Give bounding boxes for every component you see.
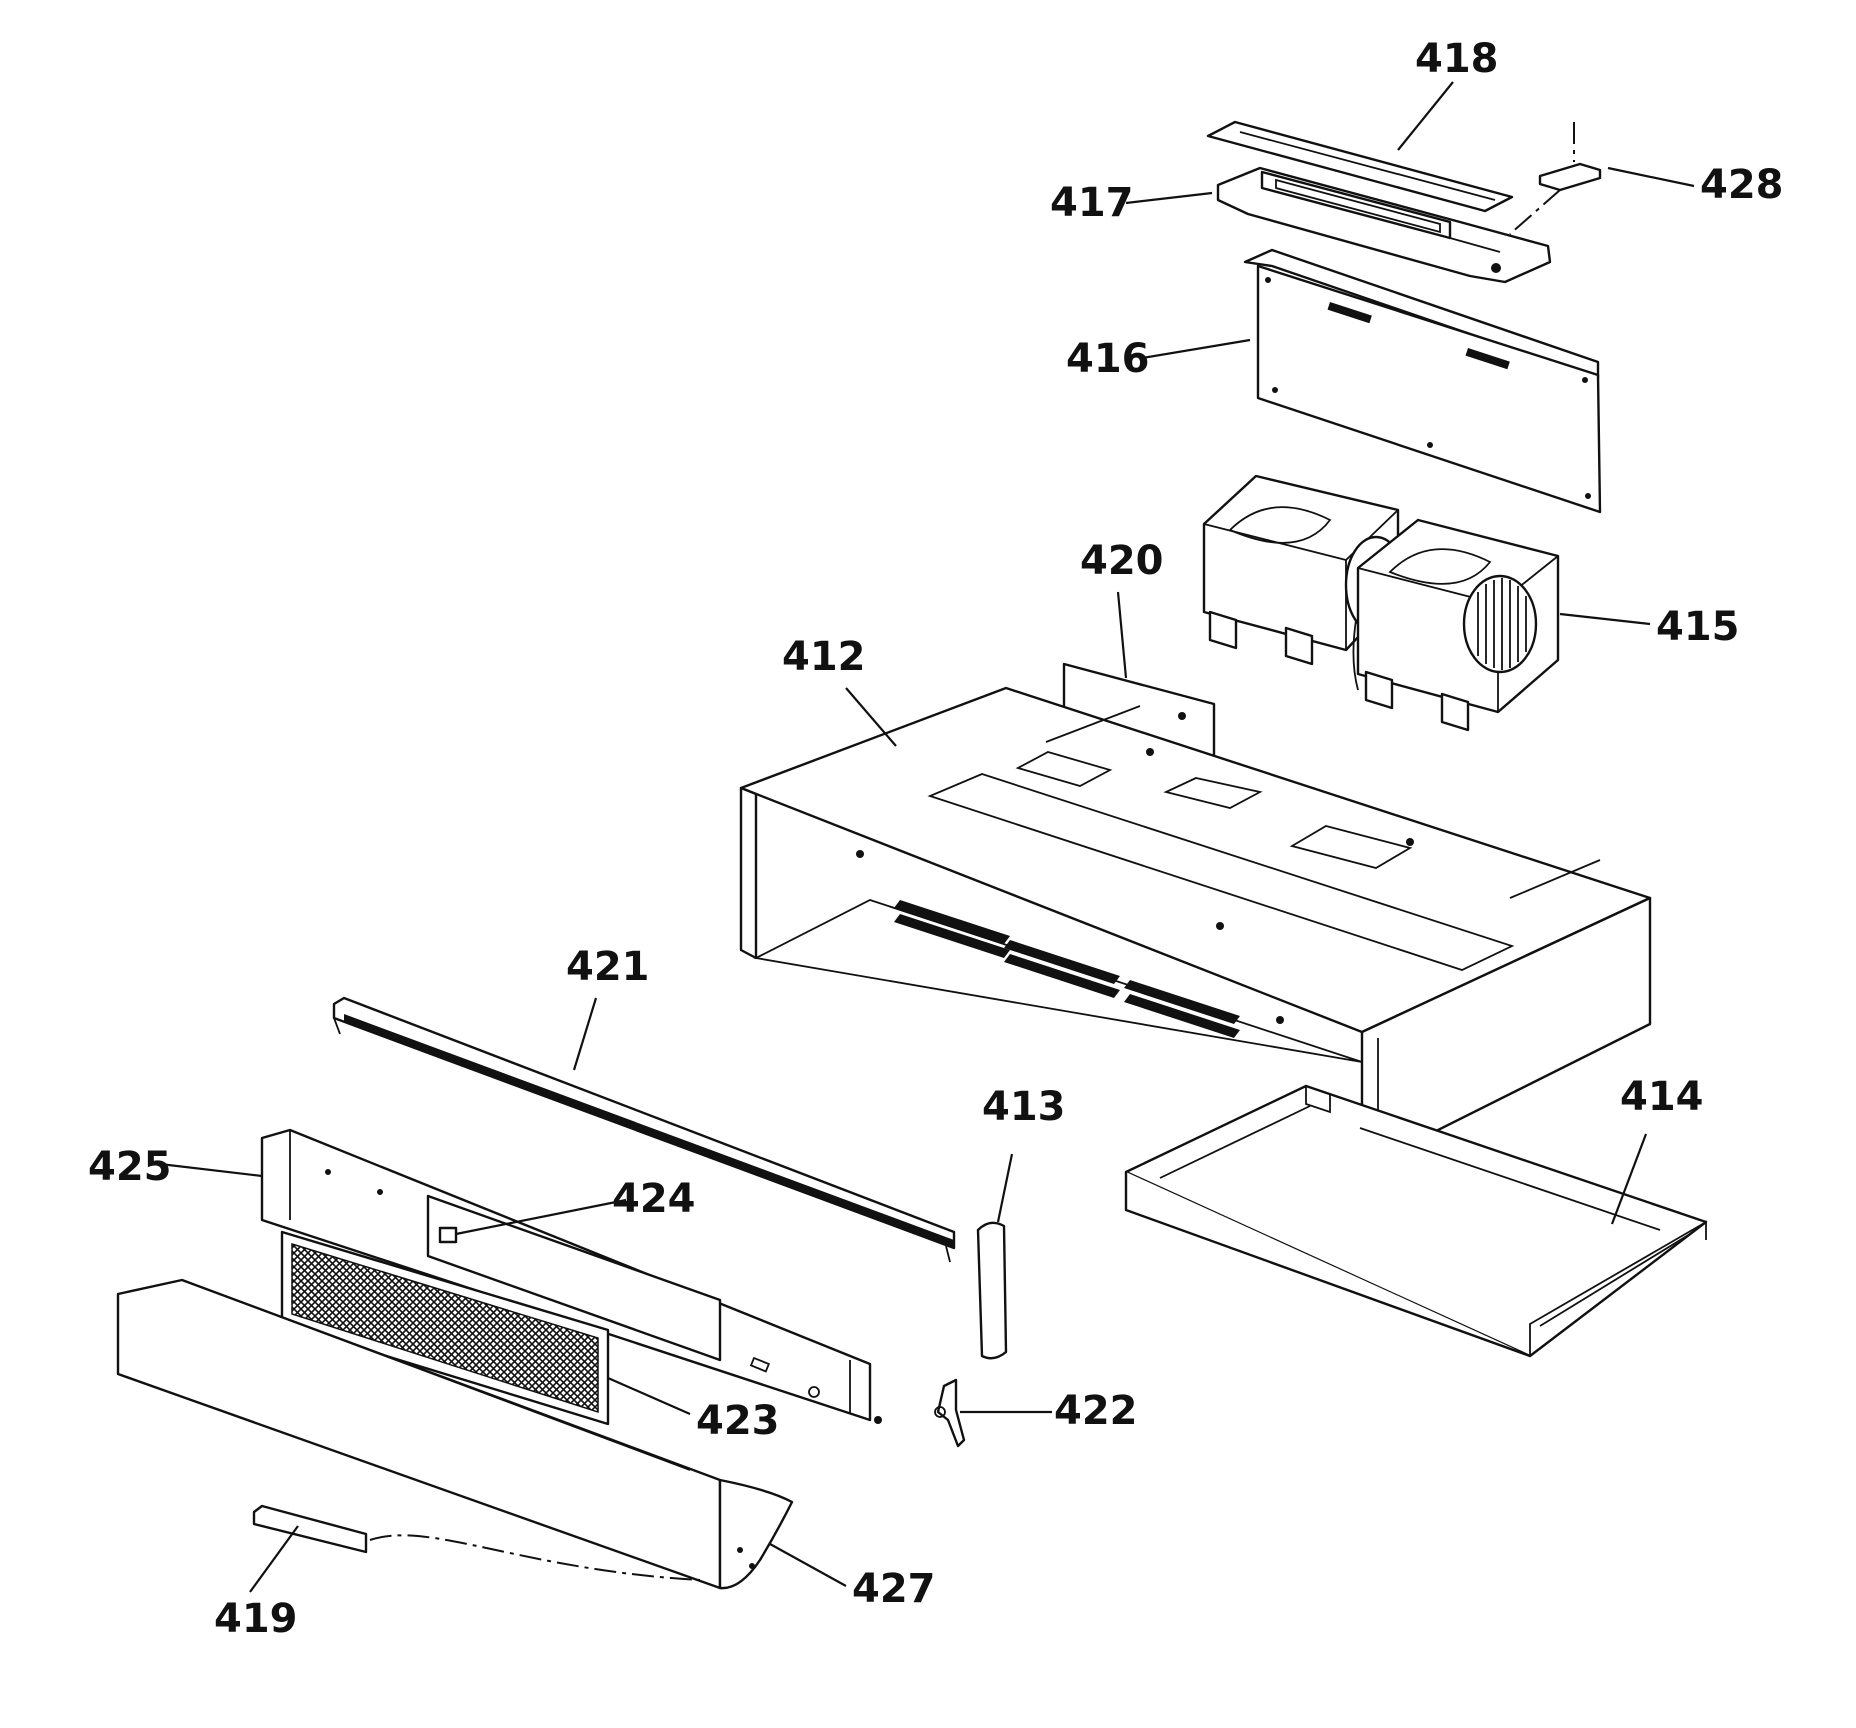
label-427: 427 (852, 1566, 936, 1612)
housing-vent-slots (894, 900, 1240, 1038)
part-428-small-bracket (1509, 122, 1602, 235)
part-labels: 418 417 428 416 420 415 412 421 413 414 … (88, 36, 1784, 1642)
part-423-grease-filter (280, 1230, 610, 1426)
label-428: 428 (1700, 162, 1784, 208)
label-421: 421 (566, 944, 650, 990)
label-418: 418 (1415, 36, 1499, 82)
blower-vanes (1477, 578, 1527, 670)
part-413-end-cap (976, 1221, 1008, 1360)
label-412: 412 (782, 634, 866, 680)
label-417: 417 (1050, 180, 1134, 226)
part-412-main-housing (739, 686, 1652, 1162)
part-427-front-panel (116, 1278, 794, 1590)
part-417-duct-bracket (1216, 166, 1552, 284)
leader-lines (159, 81, 1695, 1593)
part-415-blower-assembly (1202, 474, 1560, 732)
part-424-switch (426, 1194, 722, 1362)
label-425: 425 (88, 1144, 172, 1190)
label-414: 414 (1620, 1074, 1704, 1120)
part-421-trim-rail (332, 996, 956, 1263)
part-422-latch (934, 1378, 966, 1448)
label-415: 415 (1656, 604, 1740, 650)
label-416: 416 (1066, 336, 1150, 382)
part-418-top-cover (1206, 120, 1514, 213)
label-422: 422 (1054, 1388, 1138, 1434)
part-416-back-panel (1243, 248, 1602, 514)
part-419-handle (252, 1504, 368, 1554)
label-423: 423 (696, 1398, 780, 1444)
label-420: 420 (1080, 538, 1164, 584)
handle-to-panel-dashed-line (369, 1534, 701, 1581)
label-424: 424 (612, 1176, 696, 1222)
part-414-bottom-pan (1124, 1084, 1708, 1358)
label-413: 413 (982, 1084, 1066, 1130)
label-419: 419 (214, 1596, 298, 1642)
